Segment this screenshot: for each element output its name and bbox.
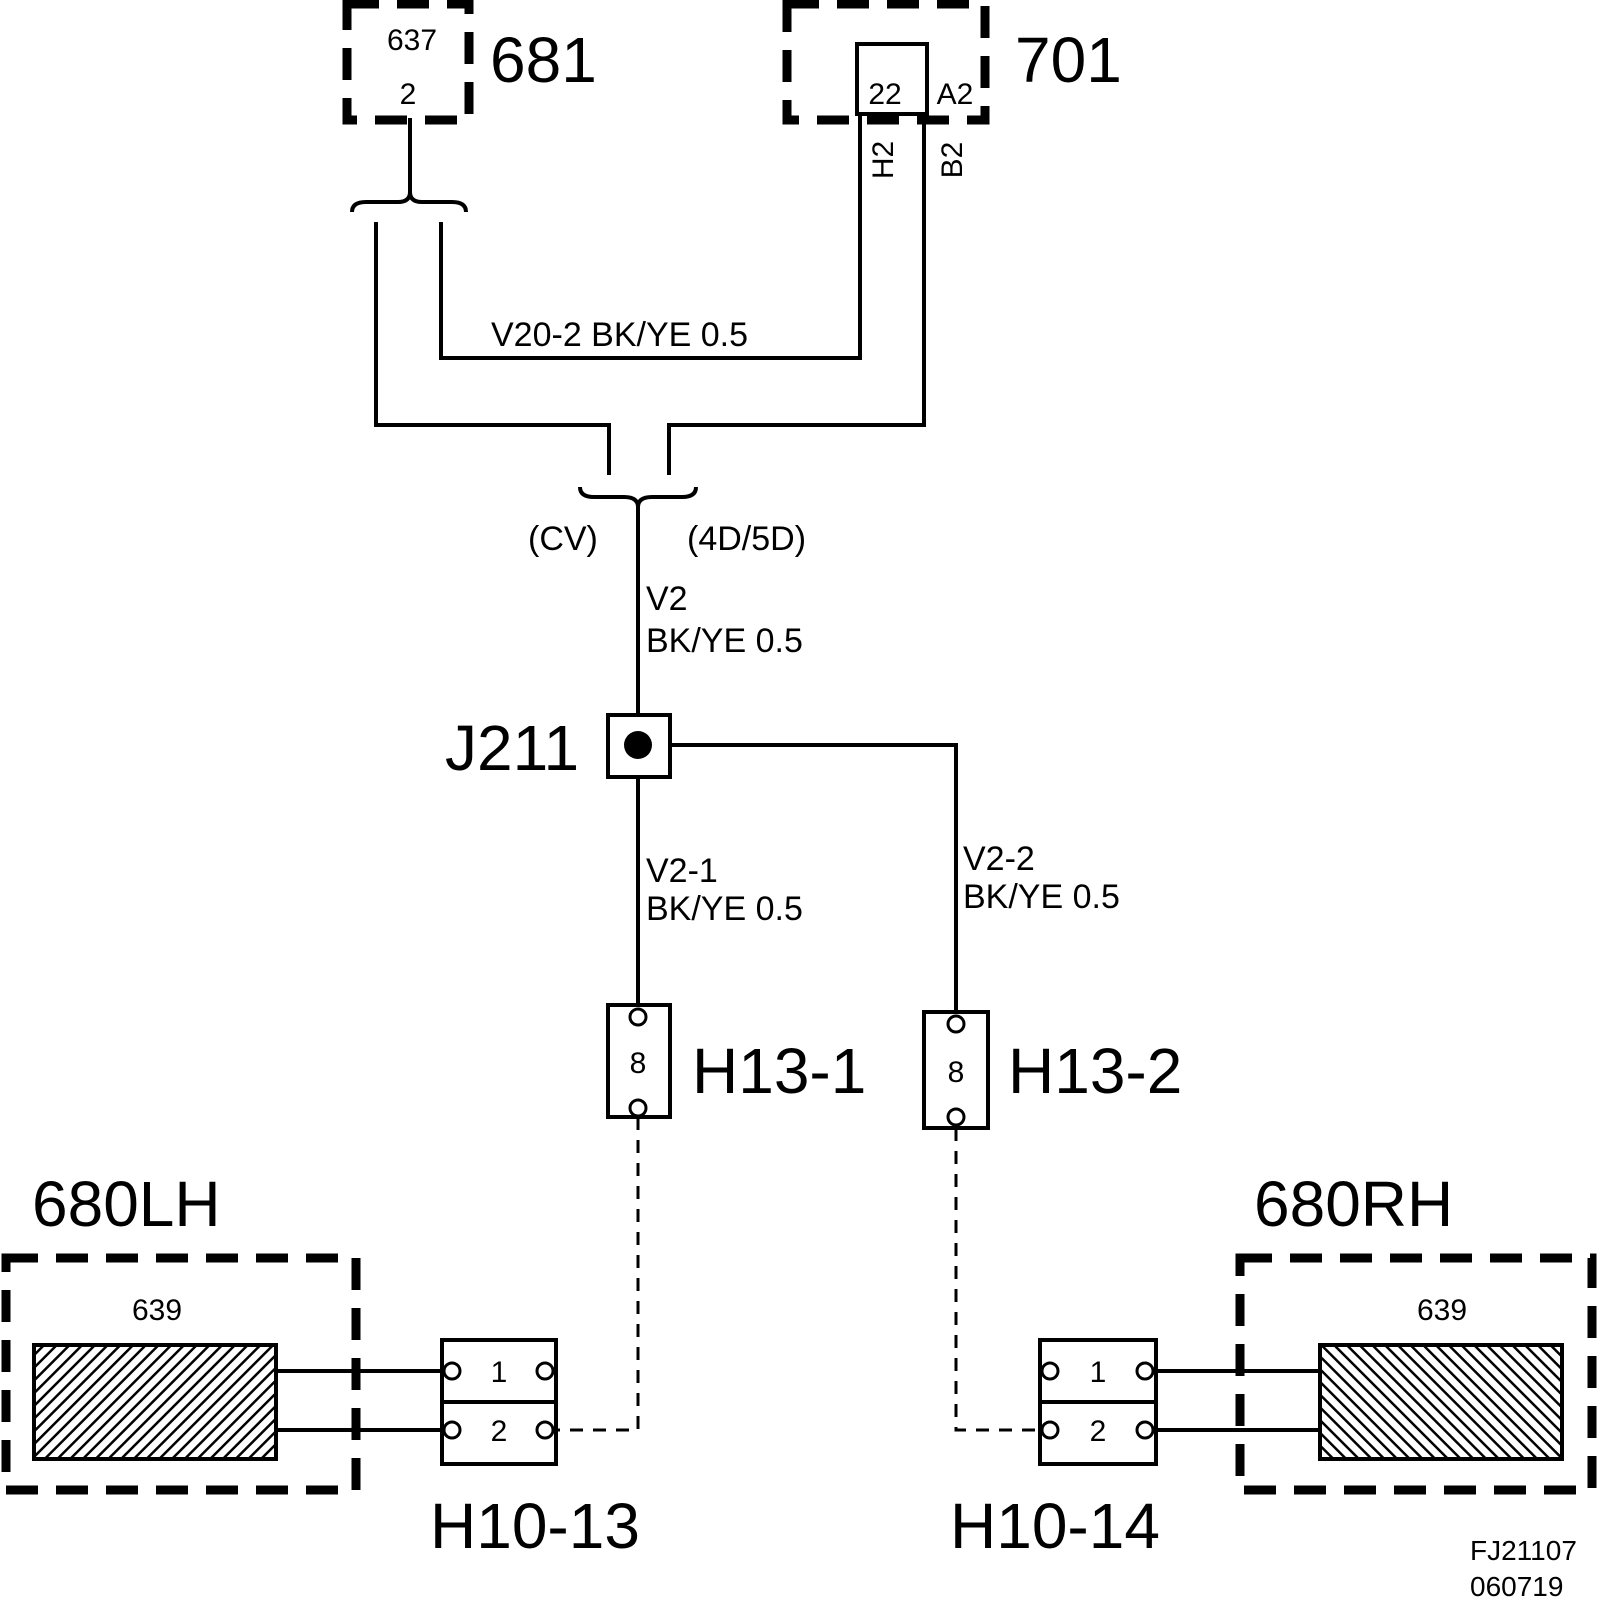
connector-h10-14-pin2-label: 2	[1090, 1415, 1107, 1448]
wire-4d5d-branch	[667, 114, 926, 475]
wire-v2-name: V2	[646, 580, 688, 618]
connector-701-pin-box	[855, 42, 929, 116]
drawing-code: FJ21107	[1470, 1535, 1577, 1566]
lamp-680lh-label: 680LH	[32, 1168, 221, 1240]
splice-j211-label: J211	[445, 712, 579, 784]
variant-cv-label: (CV)	[528, 520, 598, 558]
connector-h10-14-pin1-label: 1	[1090, 1356, 1107, 1389]
connector-h13-2-label: H13-2	[1008, 1035, 1182, 1107]
connector-h13-1-pin-top	[628, 1007, 648, 1027]
wire-v20-2	[439, 114, 862, 360]
branch-brace-681	[350, 191, 468, 213]
wire-v20-2-label: V20-2 BK/YE 0.5	[491, 316, 748, 354]
connector-h10-14-pin1-right	[1135, 1361, 1155, 1381]
branch-brace-variants	[578, 486, 698, 508]
component-701-label: 701	[1015, 24, 1122, 96]
connector-h10-14-label: H10-14	[950, 1490, 1160, 1562]
wire-dashed-rh	[954, 1128, 1042, 1432]
connector-h13-1-pin-label: 8	[630, 1047, 647, 1080]
splice-j211-dot	[624, 731, 652, 759]
connector-h10-13-pin2-left	[442, 1420, 462, 1440]
lamp-680rh-code: 639	[1417, 1294, 1467, 1327]
lamp-680lh-element	[32, 1343, 278, 1461]
wire-dashed-lh	[556, 1117, 640, 1432]
connector-h10-13-label: H10-13	[430, 1490, 640, 1562]
wire-h2-label: H2	[867, 141, 900, 179]
fuse-637-label: 637	[387, 24, 437, 57]
connector-a2-label: A2	[937, 78, 974, 111]
connector-h13-2-pin-label: 8	[948, 1056, 965, 1089]
wire-v2-1-name: V2-1	[646, 852, 718, 890]
wire-b2-label: B2	[936, 142, 969, 179]
fuse-pin-label: 2	[400, 78, 417, 111]
connector-h13-1-pin-bottom	[628, 1098, 648, 1118]
connector-h10-14-pin2-left	[1040, 1420, 1060, 1440]
lamp-680rh-element	[1318, 1343, 1564, 1461]
lamp-680rh-label: 680RH	[1254, 1168, 1453, 1240]
connector-h13-2-pin-bottom	[946, 1107, 966, 1127]
wire-v2-2-spec: BK/YE 0.5	[963, 878, 1120, 916]
drawing-date-code: 060719	[1470, 1571, 1563, 1602]
connector-h10-13-pin2-right	[535, 1420, 555, 1440]
wire-v2-2	[670, 743, 958, 1012]
connector-h10-13-pin2-label: 2	[491, 1415, 508, 1448]
variant-4d5d-label: (4D/5D)	[687, 520, 806, 558]
lamp-680lh-code: 639	[132, 1294, 182, 1327]
wire-v2-spec: BK/YE 0.5	[646, 622, 803, 660]
component-701-box	[782, 0, 990, 125]
connector-h13-2-pin-top	[946, 1014, 966, 1034]
connector-h13-1-label: H13-1	[692, 1035, 866, 1107]
lamp-680rh-box	[1235, 1253, 1597, 1495]
lamp-680lh-box	[1, 1253, 361, 1495]
connector-701-pin-label: 22	[868, 78, 901, 111]
component-681-label: 681	[490, 24, 597, 96]
connector-h10-13-pin1-label: 1	[491, 1356, 508, 1389]
component-681-box	[342, 0, 474, 125]
wire-cv-branch	[374, 222, 611, 475]
connector-h10-13-pin1-right	[535, 1361, 555, 1381]
wire-v2-2-name: V2-2	[963, 840, 1035, 878]
wire-v2-1-spec: BK/YE 0.5	[646, 890, 803, 928]
connector-h10-13-pin1-left	[442, 1361, 462, 1381]
connector-h10-14-pin1-left	[1040, 1361, 1060, 1381]
connector-h10-14-pin2-right	[1135, 1420, 1155, 1440]
